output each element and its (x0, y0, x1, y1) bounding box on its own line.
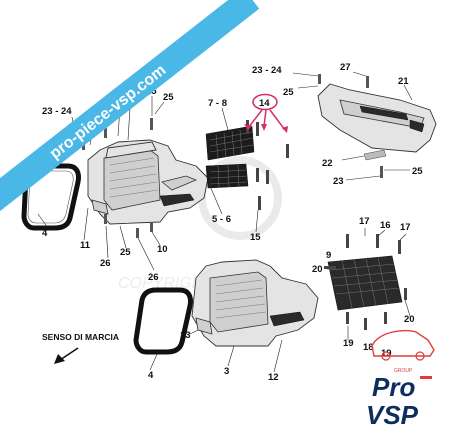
callout-label: 17 (359, 216, 370, 227)
callout-label: 23 - 24 (252, 65, 282, 76)
callout-label: 20 (404, 314, 415, 325)
highlight-callout-14 (244, 93, 288, 133)
callout-label: 17 (400, 222, 411, 233)
callout-label: 25 (283, 87, 294, 98)
logo-tag: GROUP (394, 368, 413, 374)
callout-label: 12 (268, 372, 279, 383)
callout-label: 4 (148, 370, 154, 381)
front-bumper-lower (191, 259, 319, 347)
callout-label: 11 (80, 240, 91, 251)
callout-label: 25 (412, 166, 423, 177)
logo-line2: VSP (366, 400, 419, 430)
callout-label: 25 (120, 247, 131, 258)
bezel-frame-lower (133, 287, 193, 355)
grille-inserts (205, 125, 255, 189)
callout-label: 18 (363, 342, 374, 353)
callout-label: 3 (224, 366, 229, 377)
callout-label: 25 (163, 92, 174, 103)
logo-line1: Pro (372, 372, 415, 402)
callout-label: 26 (148, 272, 159, 283)
callout-label: 19 (381, 348, 392, 359)
callout-label: 9 (326, 250, 331, 261)
grille-panel-9 (324, 234, 407, 330)
callout-label: 23 (333, 176, 344, 187)
callout-label: 15 (250, 232, 261, 243)
callout-label: 19 (343, 338, 354, 349)
callout-label: 26 (100, 258, 111, 269)
front-bumper-upper (87, 139, 209, 225)
callout-label: 23 - 24 (42, 106, 72, 117)
callout-label: 5 - 6 (212, 214, 231, 225)
callout-label: 4 (42, 228, 48, 239)
callout-label: 27 (340, 62, 351, 73)
arrow-down-left-icon (54, 354, 65, 364)
callout-label: 14 (259, 98, 270, 109)
callout-label: 13 (180, 330, 191, 341)
callout-label: 22 (322, 158, 333, 169)
callout-label: 16 (380, 220, 391, 231)
rear-panel-21 (317, 74, 437, 178)
direction-indicator: SENSO DI MARCIA (42, 332, 119, 364)
direction-label: SENSO DI MARCIA (42, 332, 119, 342)
provsp-logo: GROUP Pro VSP (366, 329, 435, 430)
callout-label: 21 (398, 76, 409, 87)
callout-label: 10 (157, 244, 168, 255)
callout-label: 7 - 8 (208, 98, 227, 109)
callout-label: 20 (312, 264, 323, 275)
